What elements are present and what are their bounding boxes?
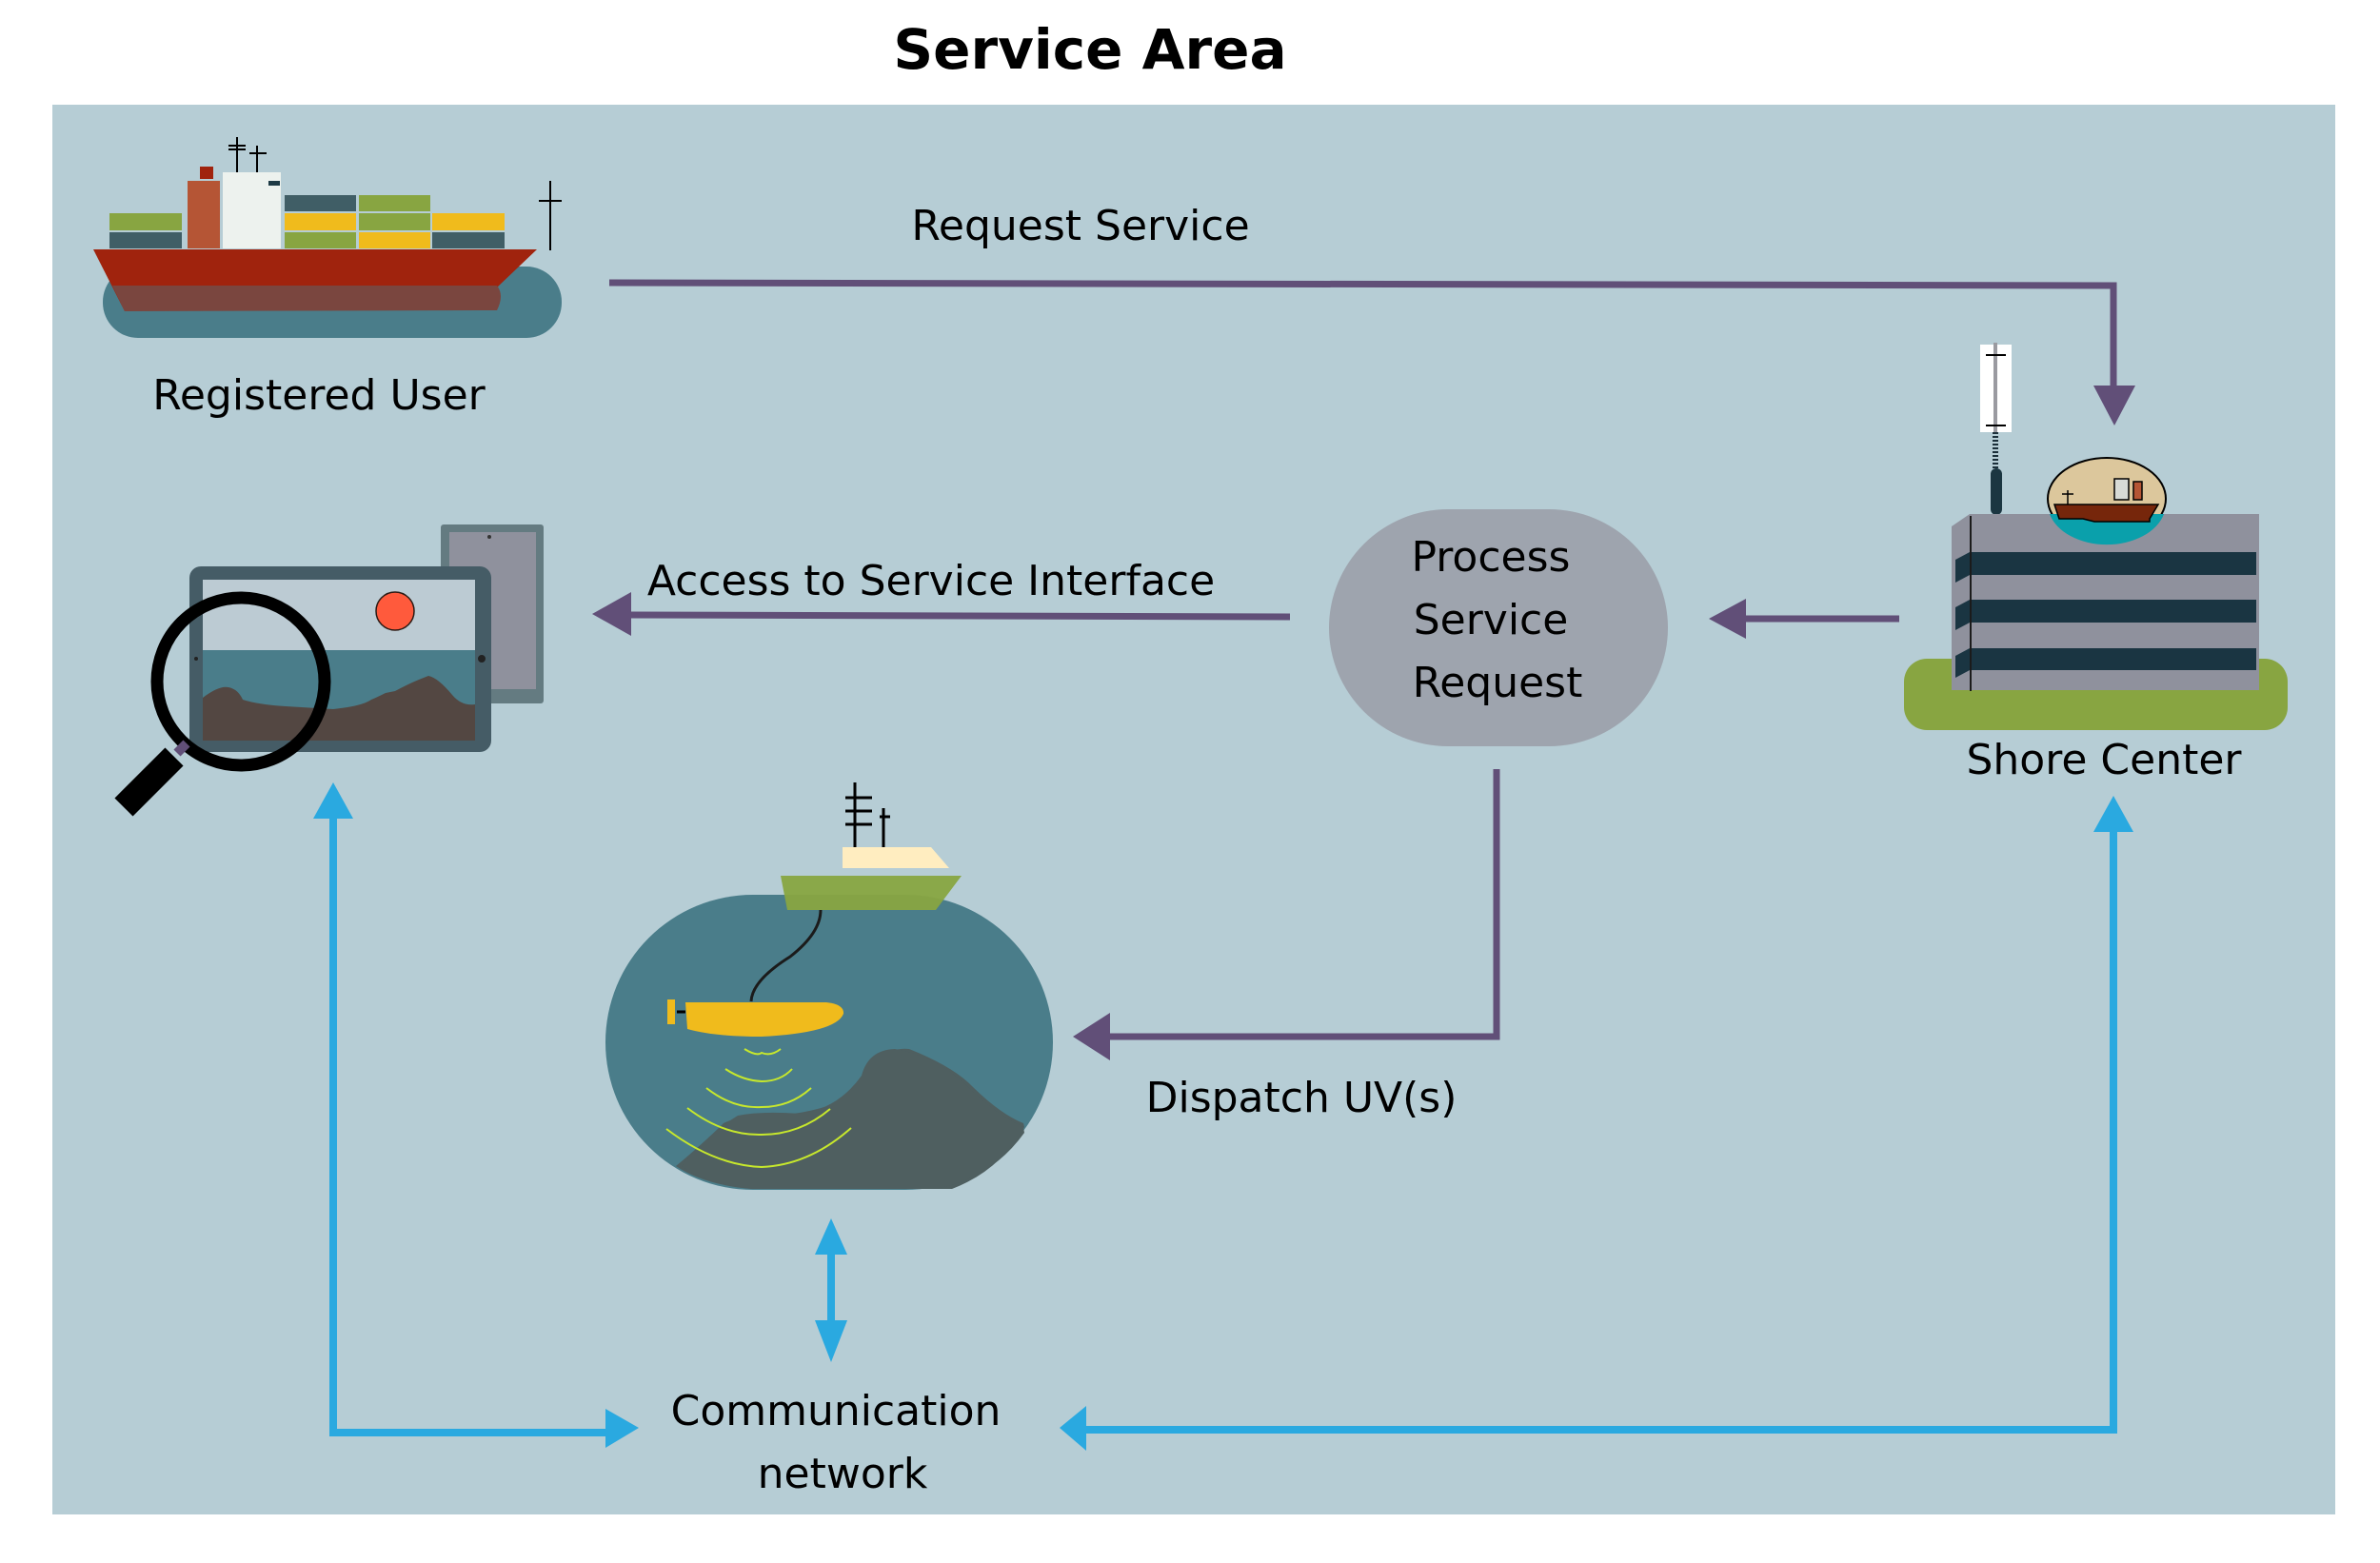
service-area-panel: [52, 105, 2335, 1514]
shore-building-icon: [1904, 343, 2288, 730]
communication-network-label: Communication network: [671, 1387, 1015, 1498]
underwater-vehicle-scene-icon: [605, 782, 1053, 1190]
comm-uv-arrow: [815, 1218, 847, 1362]
comm-shore-arrow: [1060, 796, 2133, 1451]
access-interface-label: Access to Service Interface: [647, 557, 1215, 605]
communication-network-line-1: Communication: [671, 1387, 1002, 1435]
registered-user-label: Registered User: [152, 371, 486, 420]
process-node-label: Process Service Request: [1412, 533, 1584, 707]
access-interface-arrow: [592, 592, 1291, 636]
diagram-title: Service Area: [893, 17, 1287, 82]
dispatch-uv-arrow: [1073, 769, 1500, 1060]
communication-network-line-2: network: [758, 1450, 928, 1498]
request-service-label: Request Service: [911, 202, 1249, 250]
process-node-line-2: Service: [1414, 596, 1569, 644]
process-node-line-1: Process: [1412, 533, 1571, 582]
cargo-ship-icon: [93, 137, 562, 338]
request-service-arrow: [608, 279, 2135, 425]
comm-interface-arrow: [313, 782, 639, 1448]
process-node-line-3: Request: [1413, 659, 1583, 707]
process-service-request-node: [1329, 509, 1668, 746]
dispatch-uv-label: Dispatch UV(s): [1146, 1074, 1458, 1122]
shore-center-label: Shore Center: [1966, 736, 2242, 784]
shore-to-process-arrow: [1709, 599, 1899, 639]
tablet-magnifier-icon: [114, 524, 544, 817]
